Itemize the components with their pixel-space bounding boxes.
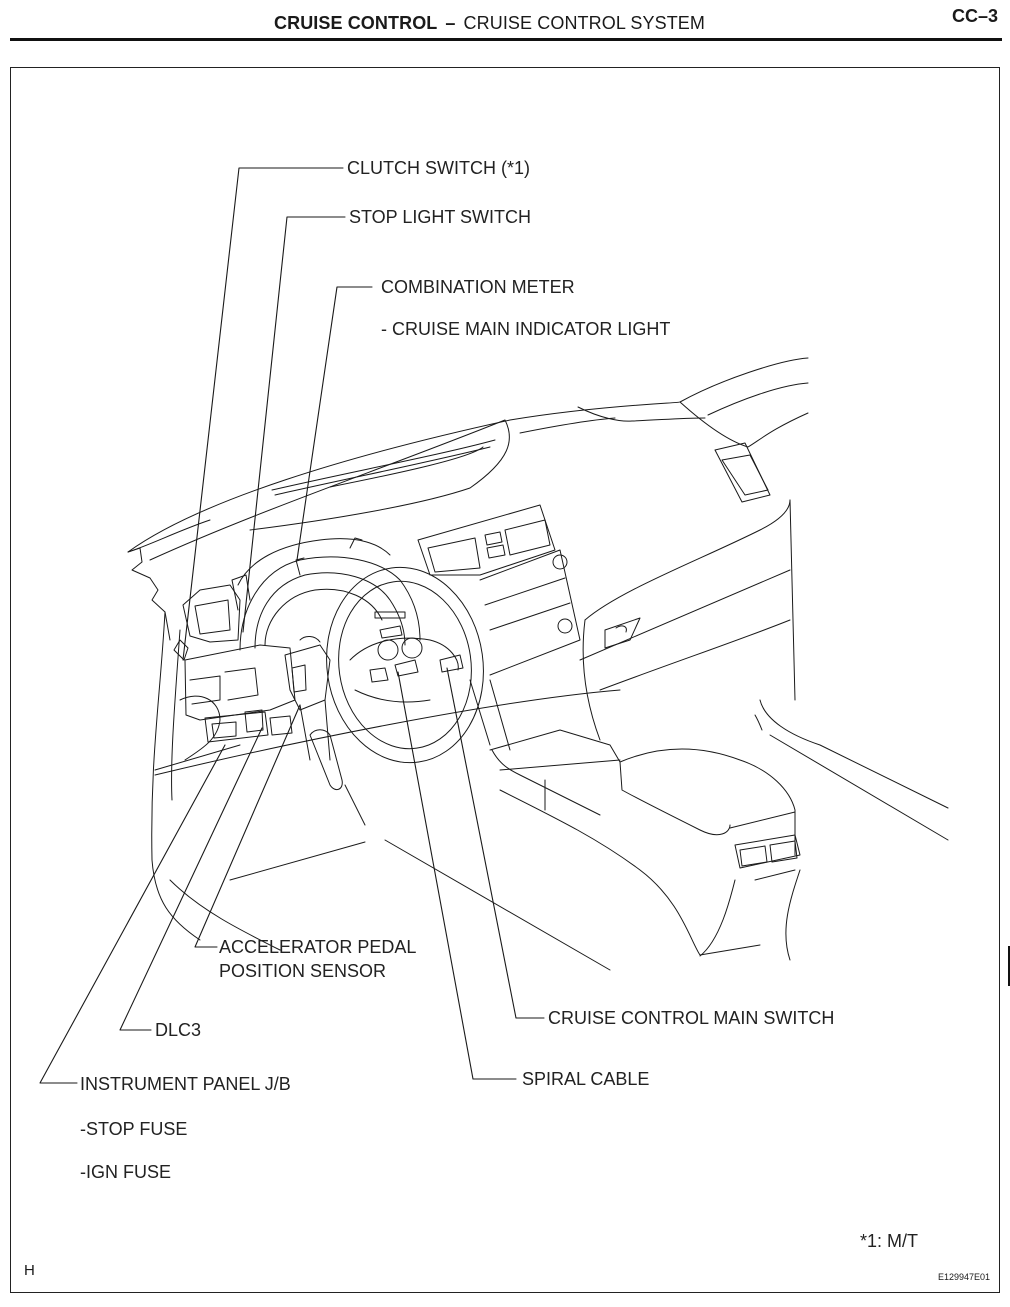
left-pillar [127,519,621,941]
leader-lines [39,167,545,1084]
footnote-mt: *1: M/T [860,1231,919,1251]
dash-top-outline [127,357,809,561]
right-vent [714,442,771,503]
label-combination-meter: COMBINATION METER [381,277,575,297]
label-instrument-panel-jb: INSTRUMENT PANEL J/B [80,1074,291,1094]
accelerator-pedal [309,729,343,791]
label-stop-light-switch: STOP LIGHT SWITCH [349,207,532,227]
leader-instrument-panel-jb [39,744,226,1084]
leader-clutch-switch [182,167,344,661]
corner-mark: H [24,1262,35,1279]
page-header-title: CRUISE CONTROL–CRUISE CONTROL SYSTEM [274,13,705,34]
combination-meter-outline [231,537,421,651]
label-clutch-switch: CLUTCH SWITCH (*1) [347,158,530,178]
steering-column-area [284,636,331,761]
left-vent [182,584,241,643]
label-cruise-main-indicator-light: - CRUISE MAIN INDICATOR LIGHT [381,319,671,339]
leader-dlc3 [119,727,263,1031]
figure-frame [10,67,1000,1293]
label-stop-fuse: -STOP FUSE [80,1119,188,1139]
section-title: CRUISE CONTROL [274,13,438,33]
leader-spiral-cable [397,671,517,1080]
passenger-dash [579,499,796,741]
door-line [754,699,949,841]
label-accelerator-pedal-line1: ACCELERATOR PEDAL [219,937,417,957]
center-console [489,729,801,961]
figure-id: E129947E01 [938,1272,991,1282]
leader-accelerator-pedal [194,704,301,948]
leader-stop-light-switch [242,216,346,633]
label-accelerator-pedal-line2: POSITION SENSOR [219,961,387,981]
header-rule [10,38,1002,41]
label-dlc3: DLC3 [155,1020,202,1040]
floor-lines [169,784,611,971]
steering-wheel [326,566,484,764]
label-ign-fuse: -IGN FUSE [80,1162,172,1182]
leader-combination-meter [296,286,373,561]
page-number: CC–3 [951,6,998,26]
label-spiral-cable: SPIRAL CABLE [522,1069,650,1089]
label-cruise-control-main-switch: CRUISE CONTROL MAIN SWITCH [548,1008,835,1028]
change-bar [1008,946,1010,986]
subsection-title: CRUISE CONTROL SYSTEM [463,13,705,33]
leader-cruise-control-main-switch [446,667,545,1019]
center-stack [417,504,581,751]
title-separator: – [445,13,456,33]
instrument-panel-jb-area [173,639,296,761]
